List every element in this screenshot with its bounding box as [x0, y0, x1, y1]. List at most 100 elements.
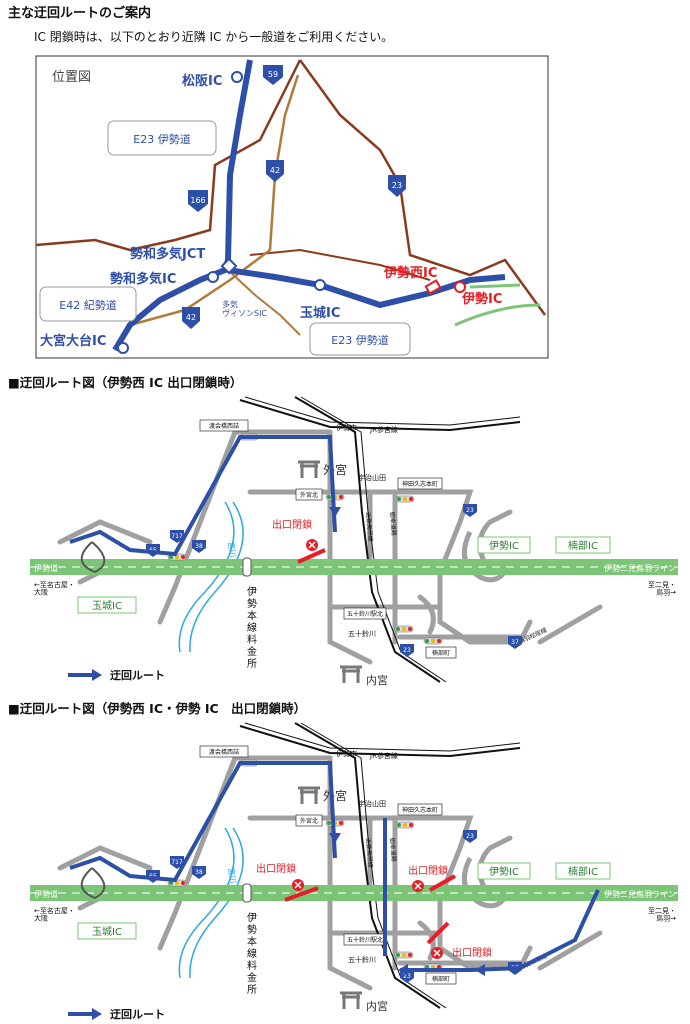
- sign-kusube-label: 楠部町: [432, 975, 450, 983]
- route-badge-38: [192, 866, 206, 879]
- label-road-left: 伊勢道: [34, 889, 58, 899]
- shrine-gate-icon: [298, 786, 320, 804]
- svg-text:23: 23: [392, 181, 402, 190]
- local-road-3: [327, 755, 373, 991]
- label-e23-bottom: E23 伊勢道: [331, 333, 388, 347]
- label-naiku: 内宮: [366, 999, 388, 1013]
- local-road-7: [437, 569, 473, 645]
- route-badge-42b: 42: [182, 307, 200, 329]
- closure-2-label: 出口閉鎖: [408, 864, 448, 877]
- railway-jr: [239, 725, 521, 758]
- route-badge-59: 59: [263, 65, 283, 85]
- svg-text:42: 42: [270, 166, 280, 175]
- legend-label: 迂回ルート: [110, 668, 165, 682]
- route-badge-23a-label: 23: [466, 833, 474, 840]
- label-geku: 外宮: [323, 462, 347, 477]
- label-to-left: ←至名古屋・大阪: [34, 906, 75, 923]
- tamaki-loop: [80, 867, 106, 900]
- label-ise-ic: 伊勢IC: [461, 291, 502, 307]
- route-badge-37-label: 37: [511, 639, 519, 646]
- brown-road-2: [298, 59, 547, 316]
- label-e42: E42 紀勢道: [59, 298, 116, 312]
- sign-gekumae: [295, 488, 323, 501]
- closure-1-label: 出口閉鎖: [256, 862, 296, 875]
- label-tamaki-ic: 玉城IC: [300, 305, 340, 321]
- legend-label: 迂回ルート: [110, 1007, 165, 1021]
- route-badge-37: [508, 636, 522, 649]
- route-badge-23a-label: 23: [466, 507, 474, 514]
- river-miyagawa: [178, 501, 235, 653]
- detour-map-1-heading: ■迂回ルート図（伊勢西 IC 出口閉鎖時）: [8, 375, 243, 390]
- detour-route: [69, 435, 337, 557]
- location-map-heading: 位置図: [52, 70, 91, 85]
- local-road-10: [537, 604, 603, 645]
- local-road-0: [157, 755, 238, 951]
- label-toll-vertical: 伊勢本線料金所: [247, 912, 257, 996]
- label-kusube-ic: 楠部IC: [568, 539, 598, 552]
- sign-gekumae-label: 外宮北: [300, 491, 318, 499]
- local-road-13: [57, 519, 153, 545]
- route-badge-23a: [463, 830, 477, 843]
- label-taki-sic: 多気ヴィソンSIC: [222, 299, 267, 318]
- sign-kusube-label: 楠部町: [432, 649, 450, 657]
- intro-text: IC 閉鎖時は、以下のとおり近隣 IC から一般道をご利用ください。: [34, 30, 394, 44]
- sign-gekumae-label: 外宮北: [300, 817, 318, 825]
- route-badge-42a: 42: [266, 160, 284, 182]
- label-iseshi: 伊勢市: [336, 749, 357, 758]
- label-seiwataki-jct: 勢和多気JCT: [130, 246, 205, 262]
- label-jr: JR参宮線: [369, 751, 398, 760]
- legend-arrow-icon: [92, 669, 102, 681]
- label-toll-vertical: 伊勢本線料金所: [247, 586, 257, 670]
- railway-jr: [239, 399, 521, 432]
- route-badge-38: [192, 540, 206, 553]
- tamaki-ic-box: [77, 596, 137, 614]
- label-geku: 外宮: [323, 788, 347, 803]
- sign-kusube: [425, 646, 457, 659]
- route-badge-38-label: 38: [195, 543, 203, 550]
- detour-arrow: [329, 507, 341, 517]
- sign-watarai: [199, 745, 249, 758]
- svg-text:42: 42: [186, 313, 196, 322]
- label-e23-top: E23 伊勢道: [133, 132, 190, 146]
- tan-road-2: [227, 269, 301, 336]
- label-road-right: 伊勢二見鳥羽ライン: [604, 889, 676, 899]
- label-to-left: ←至名古屋・大阪: [34, 580, 75, 597]
- closed-ramp: [297, 548, 326, 564]
- label-miyagawa: 宮川: [226, 541, 239, 558]
- route-badge-23b: [400, 644, 414, 657]
- route-badge-717: [170, 856, 184, 869]
- shrine-gate-icon: [340, 665, 362, 683]
- detour-arrow-west: [329, 833, 341, 843]
- railway-kintetsu: [294, 722, 441, 1009]
- closure-3-label: 出口閉鎖: [452, 946, 492, 959]
- sign-isuzu-label: 五十鈴川駅北: [347, 936, 383, 944]
- svg-text:166: 166: [190, 196, 205, 205]
- brown-road-3: [249, 248, 431, 281]
- shrine-gate-icon: [298, 460, 320, 478]
- label-tamaki-ic: 玉城IC: [92, 926, 122, 938]
- label-kintetsu: 近鉄鳥羽線: [364, 837, 375, 868]
- svg-text:59: 59: [268, 70, 278, 79]
- sign-watarai: [199, 419, 249, 432]
- tamaki-loop: [80, 541, 106, 574]
- detour-route-east: [400, 889, 600, 972]
- label-ujiyamada: 宇治山田: [358, 799, 386, 808]
- local-road-3: [327, 429, 373, 665]
- detour-map-2: 宮川伊勢本線料金所伊勢道伊勢二見鳥羽ライン←至名古屋・大阪至二見・鳥羽→玉城IC…: [30, 722, 678, 1021]
- label-isuzugawa: 五十鈴川: [348, 955, 376, 964]
- route-badge-23b-label: 23: [403, 647, 411, 654]
- tamaki-ic-box: [77, 922, 137, 940]
- route-badge-23: 23: [388, 175, 406, 197]
- detour-route-west: [69, 761, 337, 883]
- sign-kamida-label: 神田久志本町: [402, 806, 438, 814]
- label-miyuki: 御幸道路: [388, 511, 398, 536]
- ise-ic-box: [477, 862, 531, 880]
- route-badge-166: 166: [188, 190, 208, 212]
- route-badge-717-label: 717: [171, 533, 183, 540]
- label-iseshi: 伊勢市: [336, 423, 357, 432]
- route-badge-23a: [463, 504, 477, 517]
- sign-watarai-label: 渡会橋西詰: [209, 748, 239, 756]
- sign-kamida-label: 神田久志本町: [402, 480, 438, 488]
- sign-kamida: [397, 803, 443, 816]
- label-road-left: 伊勢道: [34, 563, 58, 573]
